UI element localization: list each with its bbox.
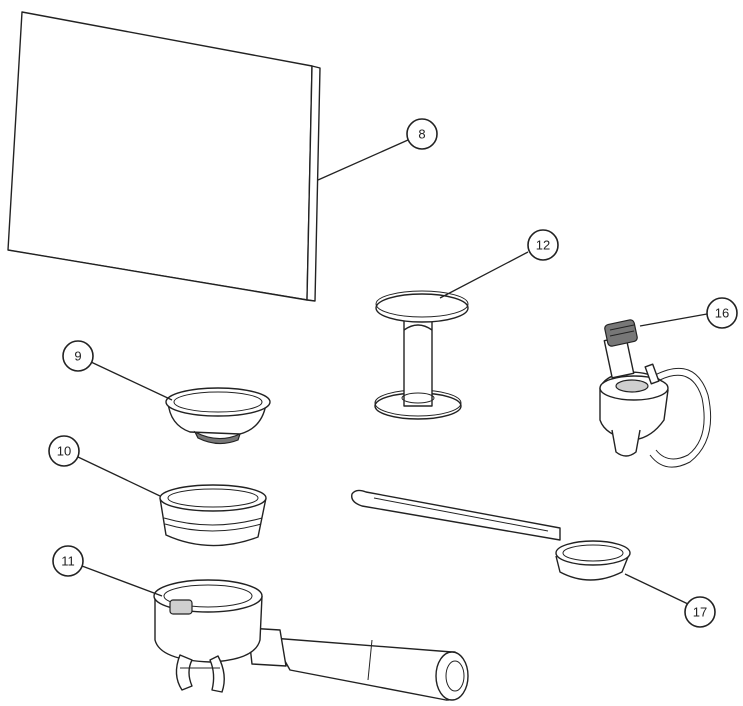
leader-16 bbox=[639, 313, 708, 327]
callout-17: 17 bbox=[684, 596, 716, 628]
single-filter-basket bbox=[165, 387, 271, 445]
leader-11 bbox=[81, 565, 163, 597]
callout-label-9: 9 bbox=[74, 349, 81, 364]
callout-label-11: 11 bbox=[61, 554, 75, 569]
callout-11: 11 bbox=[52, 545, 84, 577]
callout-12: 12 bbox=[527, 229, 559, 261]
callout-label-16: 16 bbox=[715, 306, 729, 321]
leader-10 bbox=[77, 456, 161, 497]
tamper bbox=[374, 290, 469, 420]
leader-17 bbox=[624, 573, 689, 605]
drip-tray-plate bbox=[7, 11, 321, 302]
leader-12 bbox=[439, 251, 529, 299]
callout-10: 10 bbox=[48, 435, 80, 467]
callout-label-17: 17 bbox=[693, 605, 707, 620]
callout-label-8: 8 bbox=[418, 127, 425, 142]
callout-9: 9 bbox=[62, 340, 94, 372]
callout-8: 8 bbox=[406, 118, 438, 150]
double-filter-basket bbox=[159, 484, 267, 547]
callout-16: 16 bbox=[706, 297, 738, 329]
callout-label-10: 10 bbox=[57, 444, 71, 459]
callout-label-12: 12 bbox=[536, 238, 550, 253]
measuring-spoon bbox=[351, 489, 631, 581]
steam-valve-assembly bbox=[599, 319, 712, 468]
portafilter bbox=[153, 579, 469, 701]
leader-9 bbox=[90, 361, 173, 401]
leader-8 bbox=[317, 139, 409, 181]
